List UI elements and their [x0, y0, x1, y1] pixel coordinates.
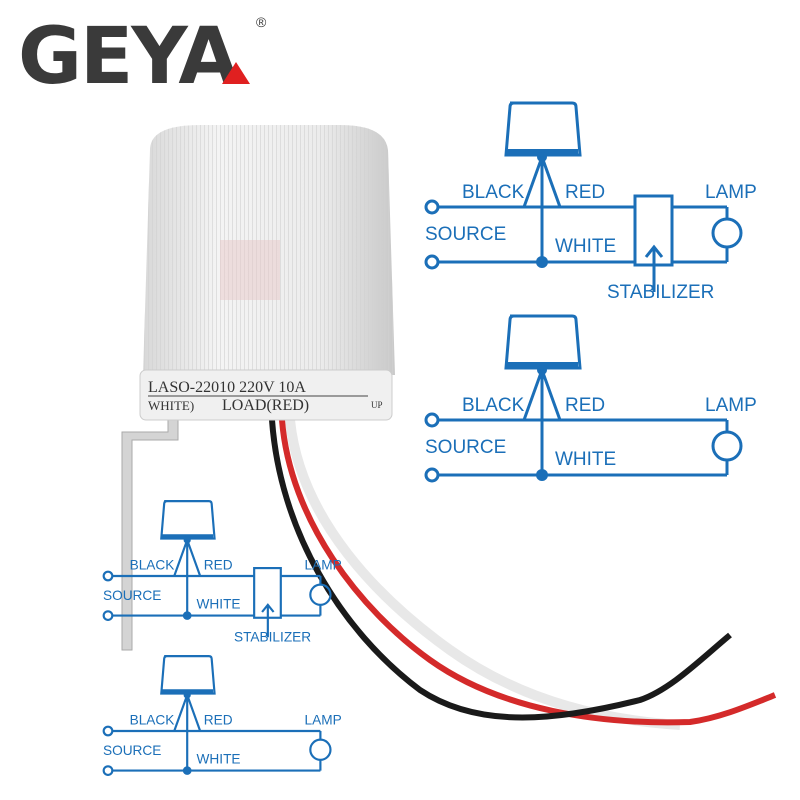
red-wire	[279, 419, 777, 726]
red-label: RED	[204, 558, 233, 573]
wiring-diagram: BLACK RED LAMP SOURCE WHITE	[102, 655, 342, 776]
red-label: RED	[565, 182, 605, 203]
wiring-diagram: BLACK RED LAMP SOURCE WHITE STABILIZER	[102, 500, 342, 645]
source-label: SOURCE	[103, 588, 161, 603]
white-label: WHITE	[197, 596, 241, 611]
up-marker: UP	[371, 400, 383, 410]
source-label: SOURCE	[425, 437, 506, 458]
white-wire	[285, 419, 681, 730]
junction-node	[182, 766, 192, 775]
black-label: BLACK	[130, 558, 175, 573]
source-label: SOURCE	[425, 224, 506, 245]
black-wire	[269, 419, 732, 721]
load-terminal-label: LOAD(RED)	[222, 397, 309, 414]
sensor-icon	[160, 500, 216, 540]
lamp-icon	[711, 217, 743, 249]
source-terminal-icon	[102, 570, 114, 582]
sensor-base-icon	[161, 534, 214, 539]
stabilizer-wires	[644, 205, 727, 292]
junction-node	[182, 611, 192, 620]
sensor-leads	[173, 539, 202, 616]
stabilizer-label: STABILIZER	[607, 282, 714, 303]
sensor-icon	[504, 101, 582, 157]
lamp-icon	[309, 583, 332, 606]
black-label: BLACK	[462, 395, 525, 416]
sensor-icon	[160, 655, 216, 695]
registered-mark: ®	[256, 14, 267, 30]
source-terminal-icon	[424, 467, 440, 483]
junction-node	[536, 469, 548, 481]
brand-logo: GEYA	[18, 18, 239, 96]
sensor-node	[183, 691, 191, 699]
source-terminal-icon	[424, 199, 440, 215]
lamp-icon	[309, 738, 332, 761]
lamp-label: LAMP	[305, 558, 342, 573]
sensor-node	[183, 536, 191, 544]
lamp-label: LAMP	[705, 182, 757, 203]
lamp-label: LAMP	[705, 395, 757, 416]
sensor-base-band	[139, 369, 393, 421]
source-terminal-icon	[424, 254, 440, 270]
red-label: RED	[565, 395, 605, 416]
black-label: BLACK	[130, 713, 175, 728]
lamp-icon	[711, 430, 743, 462]
source-label: SOURCE	[103, 743, 161, 758]
junction-node	[536, 256, 548, 268]
source-terminal-icon	[424, 412, 440, 428]
logo-text: GEYA	[18, 12, 239, 102]
wiring-diagram: BLACK RED LAMP SOURCE WHITE	[424, 314, 757, 483]
red-label: RED	[204, 713, 233, 728]
stabilizer-wires	[261, 574, 321, 638]
wiring-diagram: BLACK RED LAMP SOURCE WHITE STABILIZER	[424, 101, 757, 303]
sensor-leads	[173, 694, 202, 771]
white-label: WHITE	[555, 236, 616, 257]
white-terminal-label: WHITE)	[148, 398, 194, 413]
mounting-bracket	[121, 419, 179, 651]
stabilizer-label: STABILIZER	[234, 630, 311, 645]
black-label: BLACK	[462, 182, 525, 203]
lamp-label: LAMP	[305, 713, 342, 728]
white-label: WHITE	[197, 751, 241, 766]
sensor-leads	[522, 369, 562, 475]
source-terminal-icon	[102, 725, 114, 737]
white-label: WHITE	[555, 449, 616, 470]
sensor-leads	[522, 156, 562, 262]
sensor-icon	[504, 314, 582, 370]
source-terminal-icon	[102, 610, 114, 621]
sensor-base-icon	[161, 689, 214, 694]
source-terminal-icon	[102, 765, 114, 776]
logo-accent-triangle	[222, 62, 250, 84]
model-label: LASO-22010 220V 10A	[148, 379, 306, 396]
